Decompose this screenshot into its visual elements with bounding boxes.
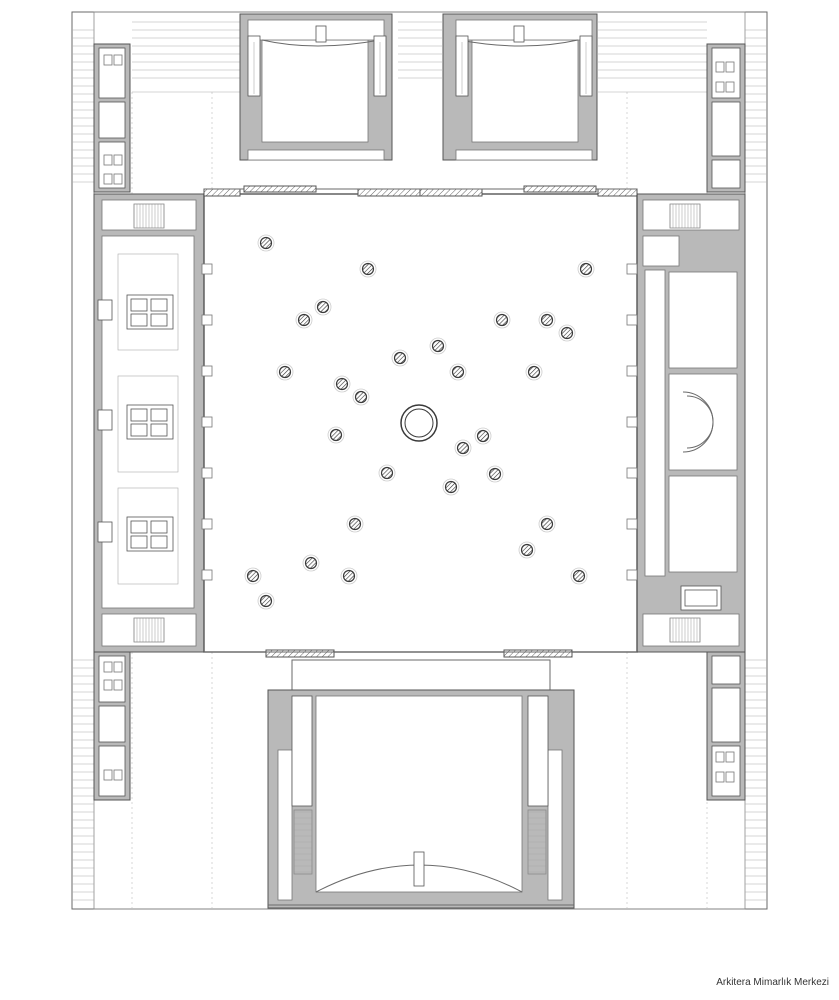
toilet-icon: [103, 173, 113, 185]
column: [558, 324, 576, 342]
column: [518, 541, 536, 559]
column: [314, 298, 332, 316]
right-rooms-wing: [636, 193, 746, 653]
column: [378, 464, 396, 482]
column: [454, 439, 472, 457]
left-service-top: [93, 43, 131, 193]
right-stair-steps: [745, 29, 767, 901]
toilet-icon: [725, 751, 735, 763]
left-wall-windows: [201, 263, 213, 581]
stair-icon: [133, 203, 165, 229]
right-wall-windows: [626, 263, 638, 581]
column: [352, 388, 370, 406]
column: [257, 592, 275, 610]
stair-icon: [133, 617, 165, 643]
prayer-hall: [201, 188, 638, 658]
column: [359, 260, 377, 278]
toilet-icon: [715, 81, 725, 93]
left-ablution-wing: [93, 193, 205, 653]
column: [327, 426, 345, 444]
column: [346, 515, 364, 533]
column: [257, 234, 275, 252]
column: [538, 515, 556, 533]
column: [276, 363, 294, 381]
hall-bottom-wall-segments: [204, 649, 637, 658]
toilet-icon: [725, 81, 735, 93]
toilet-icon: [725, 61, 735, 73]
column: [391, 349, 409, 367]
toilet-icon: [113, 661, 123, 673]
door-arc: [261, 39, 381, 47]
bottom-pavilion: [267, 659, 575, 909]
toilet-icon: [725, 771, 735, 783]
top-left-pavilion: [239, 13, 393, 193]
toilet-icon: [103, 54, 113, 66]
toilet-icon: [103, 769, 113, 781]
stair-icon: [669, 617, 701, 643]
stair-icon: [527, 809, 547, 875]
ablution-unit: [97, 294, 174, 330]
column: [486, 465, 504, 483]
image-credit: Arkitera Mimarlık Merkezi: [716, 977, 829, 988]
toilet-icon: [113, 679, 123, 691]
stair-icon: [669, 203, 701, 229]
ablution-unit: [97, 404, 174, 440]
right-service-bottom: [706, 651, 746, 801]
column: [302, 554, 320, 572]
top-entrance-steps: [132, 21, 707, 79]
central-fountain: [400, 404, 438, 442]
column: [340, 567, 358, 585]
toilet-icon: [113, 173, 123, 185]
left-service-bottom: [93, 651, 131, 801]
toilet-icon: [103, 679, 113, 691]
columns: [244, 234, 595, 610]
toilet-icon: [715, 751, 725, 763]
column: [244, 567, 262, 585]
column: [442, 478, 460, 496]
column: [570, 567, 588, 585]
column: [295, 311, 313, 329]
left-stair-steps: [72, 29, 94, 901]
column: [577, 260, 595, 278]
column: [429, 337, 447, 355]
toilet-icon: [715, 771, 725, 783]
top-right-pavilion: [442, 13, 598, 193]
ablution-unit: [97, 516, 174, 552]
toilet-icon: [103, 154, 113, 166]
column: [538, 311, 556, 329]
column: [493, 311, 511, 329]
toilet-icon: [715, 61, 725, 73]
toilet-icon: [113, 769, 123, 781]
toilet-icon: [113, 54, 123, 66]
column: [449, 363, 467, 381]
column: [525, 363, 543, 381]
right-service-top: [706, 43, 746, 193]
column: [333, 375, 351, 393]
column: [474, 427, 492, 445]
stair-icon: [293, 809, 313, 875]
toilet-icon: [113, 154, 123, 166]
toilet-icon: [103, 661, 113, 673]
door-arc: [458, 39, 579, 47]
